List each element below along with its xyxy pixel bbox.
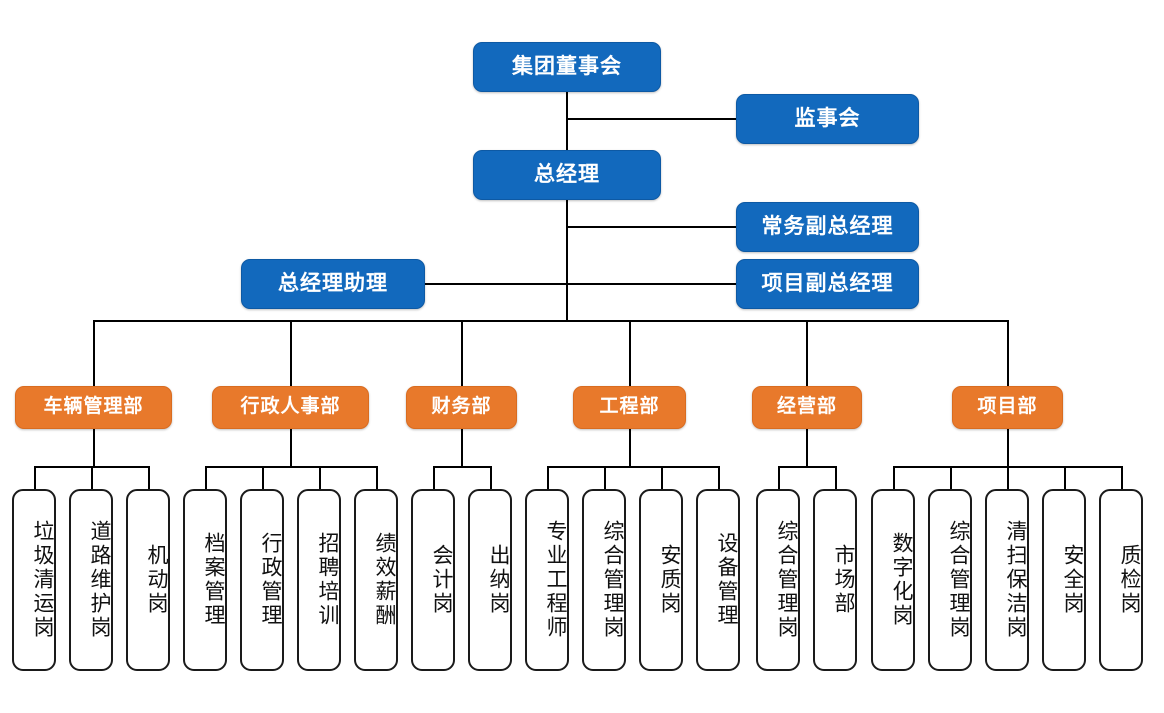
node-position-digitalization[interactable]: 数字化岗 bbox=[871, 489, 915, 671]
connector-dept5-bus bbox=[778, 466, 836, 468]
node-position-cleaning-sanitation[interactable]: 清扫保洁岗 bbox=[985, 489, 1029, 671]
connector-drop-dept-1 bbox=[93, 320, 95, 386]
node-position-administrative-management[interactable]: 行政管理 bbox=[240, 489, 284, 671]
connector-dept1-leaf-1 bbox=[34, 466, 36, 490]
node-position-engineering-general-management[interactable]: 综合管理岗 bbox=[582, 489, 626, 671]
node-department-finance[interactable]: 财务部 bbox=[406, 386, 517, 429]
node-position-quality-inspection[interactable]: 质检岗 bbox=[1099, 489, 1143, 671]
node-position-project-general-management[interactable]: 综合管理岗 bbox=[928, 489, 972, 671]
node-supervisory-board[interactable]: 监事会 bbox=[736, 94, 919, 144]
connector-gm-spine bbox=[566, 199, 568, 321]
connector-gm-to-project-vice bbox=[566, 283, 736, 285]
connector-dept2-leaf-4 bbox=[376, 466, 378, 490]
node-position-road-maintenance[interactable]: 道路维护岗 bbox=[69, 489, 113, 671]
node-department-admin-hr[interactable]: 行政人事部 bbox=[212, 386, 369, 429]
connector-drop-dept-6 bbox=[1007, 320, 1009, 386]
connector-department-bus bbox=[93, 320, 1008, 322]
connector-drop-dept-2 bbox=[290, 320, 292, 386]
connector-board-to-gm bbox=[566, 91, 568, 150]
connector-dept5-leaf-1 bbox=[778, 466, 780, 490]
connector-dept5-stem bbox=[806, 428, 808, 467]
connector-dept3-stem bbox=[461, 428, 463, 467]
connector-dept2-leaf-2 bbox=[262, 466, 264, 490]
connector-drop-dept-4 bbox=[629, 320, 631, 386]
connector-dept6-leaf-4 bbox=[1064, 466, 1066, 490]
connector-dept4-leaf-1 bbox=[547, 466, 549, 490]
connector-dept4-leaf-3 bbox=[661, 466, 663, 490]
node-position-mobile-duty[interactable]: 机动岗 bbox=[126, 489, 170, 671]
connector-dept4-leaf-4 bbox=[718, 466, 720, 490]
connector-dept2-leaf-1 bbox=[205, 466, 207, 490]
node-position-archive-management[interactable]: 档案管理 bbox=[183, 489, 227, 671]
connector-dept2-bus bbox=[205, 466, 377, 468]
connector-dept5-leaf-2 bbox=[835, 466, 837, 490]
connector-drop-dept-3 bbox=[461, 320, 463, 386]
connector-gm-assistant bbox=[425, 283, 567, 285]
connector-dept6-leaf-1 bbox=[893, 466, 895, 490]
connector-dept1-stem bbox=[93, 428, 95, 467]
node-department-vehicle-management[interactable]: 车辆管理部 bbox=[15, 386, 172, 429]
connector-dept1-leaf-3 bbox=[148, 466, 150, 490]
node-position-safety[interactable]: 安全岗 bbox=[1042, 489, 1086, 671]
connector-dept6-leaf-5 bbox=[1121, 466, 1123, 490]
connector-drop-dept-5 bbox=[806, 320, 808, 386]
node-position-marketing[interactable]: 市场部 bbox=[813, 489, 857, 671]
connector-dept2-leaf-3 bbox=[319, 466, 321, 490]
connector-dept6-leaf-2 bbox=[950, 466, 952, 490]
connector-dept3-bus bbox=[433, 466, 491, 468]
node-position-professional-engineer[interactable]: 专业工程师 bbox=[525, 489, 569, 671]
node-position-operations-general-management[interactable]: 综合管理岗 bbox=[756, 489, 800, 671]
connector-dept6-leaf-3 bbox=[1007, 466, 1009, 490]
node-position-recruitment-training[interactable]: 招聘培训 bbox=[297, 489, 341, 671]
node-position-waste-removal[interactable]: 垃圾清运岗 bbox=[12, 489, 56, 671]
node-board-of-directors[interactable]: 集团董事会 bbox=[473, 42, 661, 92]
connector-dept1-leaf-2 bbox=[91, 466, 93, 490]
node-general-manager[interactable]: 总经理 bbox=[473, 150, 661, 200]
connector-dept4-stem bbox=[629, 428, 631, 467]
connector-dept6-stem bbox=[1007, 428, 1009, 467]
connector-dept3-leaf-1 bbox=[433, 466, 435, 490]
node-position-safety-quality[interactable]: 安质岗 bbox=[639, 489, 683, 671]
connector-dept3-leaf-2 bbox=[490, 466, 492, 490]
node-executive-vice-general-manager[interactable]: 常务副总经理 bbox=[736, 202, 919, 252]
node-position-performance-compensation[interactable]: 绩效薪酬 bbox=[354, 489, 398, 671]
connector-gm-to-supervisory bbox=[566, 118, 736, 120]
node-position-equipment-management[interactable]: 设备管理 bbox=[696, 489, 740, 671]
connector-dept2-stem bbox=[290, 428, 292, 467]
node-position-cashier[interactable]: 出纳岗 bbox=[468, 489, 512, 671]
node-department-project[interactable]: 项目部 bbox=[952, 386, 1063, 429]
connector-gm-to-exec-vice bbox=[566, 226, 736, 228]
connector-dept4-leaf-2 bbox=[604, 466, 606, 490]
node-general-manager-assistant[interactable]: 总经理助理 bbox=[241, 259, 425, 309]
connector-dept4-bus bbox=[547, 466, 719, 468]
node-department-operations[interactable]: 经营部 bbox=[752, 386, 862, 429]
node-department-engineering[interactable]: 工程部 bbox=[573, 386, 686, 429]
node-position-accounting[interactable]: 会计岗 bbox=[411, 489, 455, 671]
node-project-vice-general-manager[interactable]: 项目副总经理 bbox=[736, 259, 919, 309]
